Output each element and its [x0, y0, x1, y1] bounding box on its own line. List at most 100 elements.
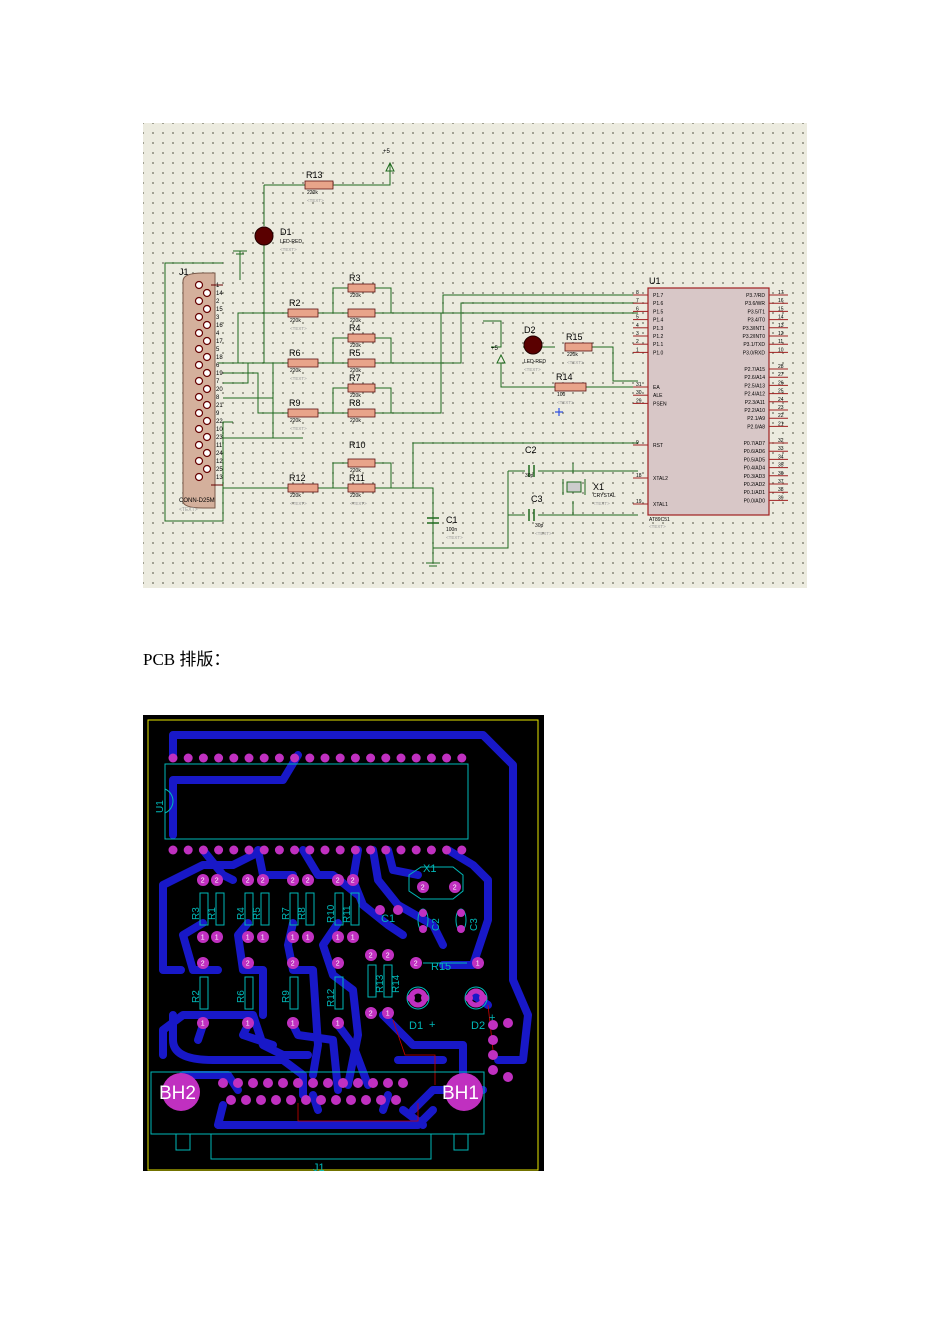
pcb-d1-label: D1: [409, 1020, 423, 1032]
pcb-pad: [168, 845, 178, 855]
r3-ref: R3: [349, 273, 361, 283]
pcb-pad: [457, 845, 467, 855]
j1-pin-number: 25: [216, 467, 223, 473]
pcb-pad-number: 2: [201, 961, 205, 968]
pcb-bh2-label: BH2: [159, 1083, 196, 1104]
pcb-pad: [347, 874, 359, 886]
u1-pin-name: XTAL1: [653, 502, 668, 508]
j1-value: CONN-D25M: [179, 498, 215, 504]
pcb-pad: [320, 753, 330, 763]
r12-value: 220k: [290, 493, 301, 499]
r2-value: 220k: [290, 318, 301, 324]
r1-value: 220k: [350, 318, 361, 324]
pcb-pad: [411, 845, 421, 855]
u1-pin-name: P3.3/INT1: [742, 326, 765, 332]
pcb-pad: [278, 1078, 288, 1088]
pcb-pad-number: 2: [453, 885, 457, 892]
u1-pin-name: EA: [653, 385, 660, 391]
u1-pin-name: P1.4: [653, 318, 664, 324]
pcb-r12-label: R12: [326, 988, 337, 1007]
pcb-pad: [287, 874, 299, 886]
pcb-pad: [214, 753, 224, 763]
pcb-pad: [229, 845, 239, 855]
j1-pin-number: 19: [216, 371, 223, 377]
r2-text: <TEXT>: [290, 326, 307, 331]
j1-pin-number: 14: [216, 291, 223, 297]
u1-pin-name: P3.7/RD: [746, 293, 765, 299]
pcb-pad: [366, 845, 376, 855]
u1-pin-number: 1: [636, 347, 639, 353]
r8-value: 220k: [350, 418, 361, 424]
r7-ref: R7: [349, 373, 361, 383]
d2-led: [523, 335, 543, 355]
pcb-pad-number: 2: [215, 878, 219, 885]
r7-value: 220k: [350, 393, 361, 399]
pcb-pad-number: 1: [291, 935, 295, 942]
pcb-pad: [263, 1078, 273, 1088]
pcb-pad: [248, 1078, 258, 1088]
r9-ref: R9: [289, 398, 301, 408]
pcb-pad: [457, 925, 465, 933]
pcb-pad: [293, 1078, 303, 1088]
c1-text: <TEXT>: [446, 535, 463, 540]
pcb-pad-number: 2: [246, 961, 250, 968]
u1-pin-number: 29: [636, 398, 642, 404]
pcb-pad: [398, 1078, 408, 1088]
pcb-pad: [347, 931, 359, 943]
pcb-pad: [365, 949, 377, 961]
pcb-pad: [229, 753, 239, 763]
pcb-c1-label: C1: [381, 913, 395, 925]
u1-pin-number: 17: [778, 290, 784, 296]
pcb-pad-number: 1: [246, 935, 250, 942]
pcb-pad: [361, 1095, 371, 1105]
r3-value: 220k: [350, 293, 361, 299]
pcb-pad: [256, 1095, 266, 1105]
j1-pin-number: 6: [216, 363, 220, 369]
j1-pin-number: 12: [216, 459, 223, 465]
r6-text: <TEXT>: [290, 376, 307, 381]
pcb-pad: [411, 753, 421, 763]
pcb-pad: [197, 874, 209, 886]
u1-pin-name: P3.0/RXD: [743, 350, 766, 356]
r5-ref: R5: [349, 348, 361, 358]
pcb-bh1-label: BH1: [442, 1083, 479, 1104]
j1-connector: [182, 272, 223, 509]
j1-pin-number: 24: [216, 451, 223, 457]
pcb-pad: [393, 905, 403, 915]
pcb-pad-number: 1: [476, 961, 480, 968]
u1-pin-name: P0.4/AD4: [744, 466, 766, 472]
r13-text: <TEXT>: [307, 198, 324, 203]
j1-pin-number: 2: [216, 299, 220, 305]
pcb-pad: [301, 1095, 311, 1105]
pcb-pad: [338, 1078, 348, 1088]
pcb-pad-number: 2: [306, 878, 310, 885]
pcb-pad-number: 2: [414, 961, 418, 968]
pcb-pad-number: 1: [291, 1021, 295, 1028]
r11-ref: R11: [349, 473, 365, 483]
u1-pin-name: P0.0/AD0: [744, 498, 766, 504]
pcb-pad-number: 2: [336, 961, 340, 968]
pcb-r4-label: R4: [236, 907, 247, 920]
u1-pin-number: 8: [636, 290, 639, 296]
c2-value: 30p: [525, 473, 534, 479]
pcb-pad-number: 2: [386, 953, 390, 960]
d2-ref: D2: [524, 325, 536, 335]
r15-value: 220k: [567, 352, 578, 358]
pcb-pad-number: 1: [306, 935, 310, 942]
u1-pin-name: P2.7/A15: [744, 367, 765, 373]
pcb-pad-number: 1: [351, 935, 355, 942]
pcb-pad: [198, 753, 208, 763]
pcb-pad: [198, 845, 208, 855]
u1-pin-name: P1.0: [653, 350, 664, 356]
j1-text: <TEXT>: [179, 507, 198, 513]
u1-pin-number: 30: [636, 390, 642, 396]
u1-pin-number: 39: [778, 495, 784, 501]
u1-pin-name: P0.1/AD1: [744, 490, 766, 496]
pcb-pad: [271, 1095, 281, 1105]
pcb-pad: [488, 1020, 498, 1030]
pcb-pad: [332, 874, 344, 886]
d1-ref: D1: [280, 227, 292, 237]
pcb-pad-number: 2: [291, 878, 295, 885]
u1-pin-number: 6: [636, 306, 639, 312]
j1-pin-number: 5: [216, 347, 220, 353]
